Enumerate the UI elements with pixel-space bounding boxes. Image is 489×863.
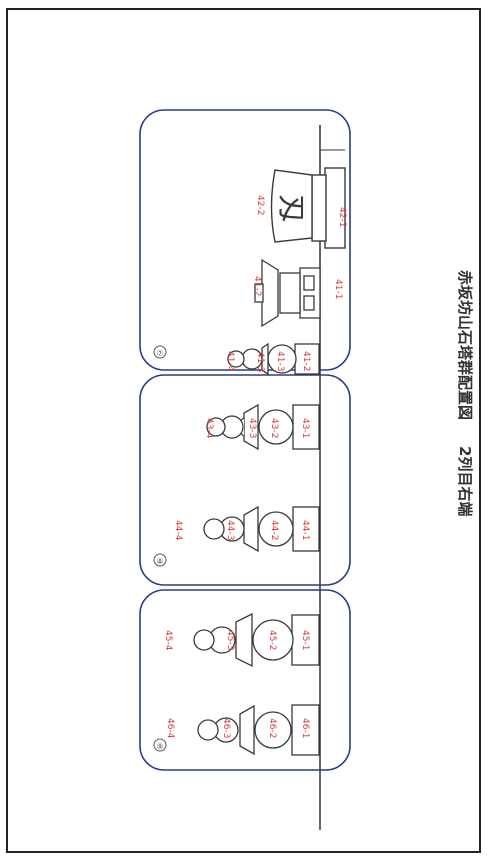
svg-text:⑧: ⑧ bbox=[156, 557, 163, 566]
group-marker-top: ⑦ bbox=[153, 345, 167, 359]
label-41-3: 41-3 bbox=[255, 352, 265, 372]
group-frame-middle bbox=[139, 374, 351, 586]
gorinto-45 bbox=[193, 612, 320, 668]
label-44-2: 44-2 bbox=[269, 520, 279, 540]
label-41-2: 41-2 bbox=[301, 351, 311, 371]
label-45-3: 45-3 bbox=[225, 630, 235, 650]
label-46-3: 46-3 bbox=[221, 718, 231, 738]
label-41-3b: 41-3 bbox=[275, 351, 285, 371]
label-44-3: 44-3 bbox=[225, 520, 235, 540]
group-marker-middle: ⑧ bbox=[153, 553, 167, 567]
seed-glyph: 刄 bbox=[275, 194, 308, 222]
label-42-1: 42-1 bbox=[337, 207, 347, 227]
gorinto-44 bbox=[203, 505, 320, 553]
label-43-1: 43-1 bbox=[300, 418, 310, 438]
group-frame-top bbox=[139, 109, 351, 371]
lantern-pagoda bbox=[254, 258, 321, 328]
label-46-2: 46-2 bbox=[267, 718, 277, 738]
svg-text:⑨: ⑨ bbox=[156, 742, 163, 751]
label-44-4: 44-4 bbox=[173, 520, 183, 541]
seed-stone-monument bbox=[270, 167, 346, 249]
label-44-1: 44-1 bbox=[300, 520, 310, 540]
label-45-1: 45-1 bbox=[300, 630, 310, 650]
group-frame-bottom bbox=[139, 589, 351, 771]
caption: 赤坂坊山石塔群配置図 2列目右端 bbox=[440, 270, 480, 600]
label-41-4: 41-4 bbox=[225, 351, 235, 372]
label-43-2: 43-2 bbox=[269, 418, 279, 438]
group-marker-bottom: ⑨ bbox=[153, 738, 167, 752]
caption-subtitle: 2列目右端 bbox=[456, 446, 474, 517]
gorinto-small-top bbox=[227, 342, 320, 376]
label-43-4: 43-4 bbox=[204, 418, 214, 439]
label-46-1: 46-1 bbox=[300, 718, 310, 738]
label-41-1: 41-1 bbox=[333, 279, 343, 299]
label-45-4: 45-4 bbox=[163, 630, 173, 651]
caption-title: 赤坂坊山石塔群配置図 bbox=[456, 270, 474, 421]
svg-text:⑦: ⑦ bbox=[156, 349, 163, 358]
gorinto-46 bbox=[197, 704, 320, 756]
label-43-3: 43-3 bbox=[247, 418, 257, 438]
label-45-2: 45-2 bbox=[267, 630, 277, 650]
label-42-2: 42-2 bbox=[255, 195, 265, 215]
label-41-2-top: 41-2 bbox=[252, 276, 262, 296]
gorinto-43 bbox=[206, 403, 320, 451]
label-46-4: 46-4 bbox=[165, 718, 175, 739]
